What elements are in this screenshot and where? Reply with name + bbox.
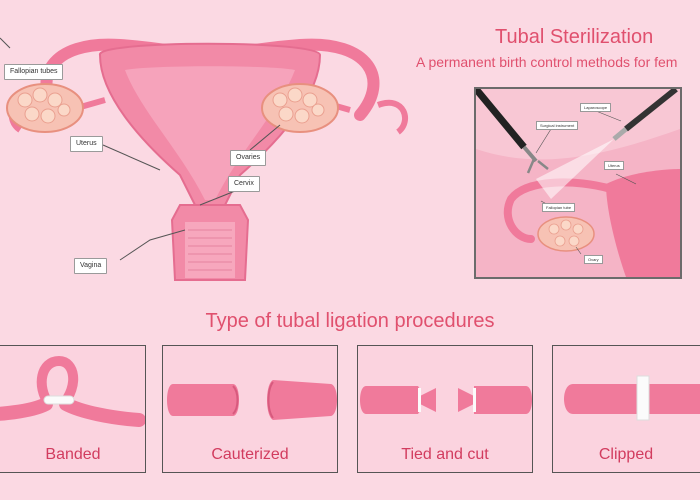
page-subtitle: A permanent birth control methods for fe… <box>416 54 678 70</box>
cauterized-tube-illustration <box>167 380 337 420</box>
page-title: Tubal Sterilization <box>495 26 654 48</box>
laparoscopy-illustration <box>476 89 680 277</box>
surgical-instrument-label: Surgical instrument <box>536 121 579 130</box>
laparoscopy-inset: Laparoscope Surgical instrument Uterus F… <box>474 87 682 279</box>
reproductive-anatomy-illustration <box>0 37 409 281</box>
procedure-label-cauterized: Cauterized <box>211 446 289 463</box>
inset-uterus-label: Uterus <box>604 161 624 170</box>
cervix-label: Cervix <box>228 176 260 192</box>
tied-and-cut-tube-illustration <box>360 386 532 414</box>
procedure-panel-banded: Banded <box>0 345 146 473</box>
procedure-label-clipped: Clipped <box>598 446 654 463</box>
procedure-label-banded: Banded <box>45 446 101 463</box>
uterus-label: Uterus <box>70 136 103 152</box>
fallopian-tube-label: Fallopian tube <box>542 203 576 212</box>
fallopian-tubes-label: Fallopian tubes <box>4 64 64 80</box>
procedure-label-tied-and-cut: Tied and cut <box>401 446 489 463</box>
procedure-panel-tied-and-cut: Tied and cut <box>357 345 533 473</box>
banded-tube-illustration <box>0 355 145 427</box>
procedure-panel-clipped: Clipped <box>552 345 700 473</box>
clipped-tube-illustration <box>564 375 700 421</box>
ovaries-label: Ovaries <box>230 150 267 166</box>
procedure-panel-cauterized: Cauterized <box>162 345 338 473</box>
ovary-label: Ovary <box>584 255 603 264</box>
procedures-heading: Type of tubal ligation procedures <box>205 310 495 332</box>
vagina-label: Vagina <box>74 258 108 274</box>
laparoscope-label: Laparoscope <box>580 103 612 112</box>
